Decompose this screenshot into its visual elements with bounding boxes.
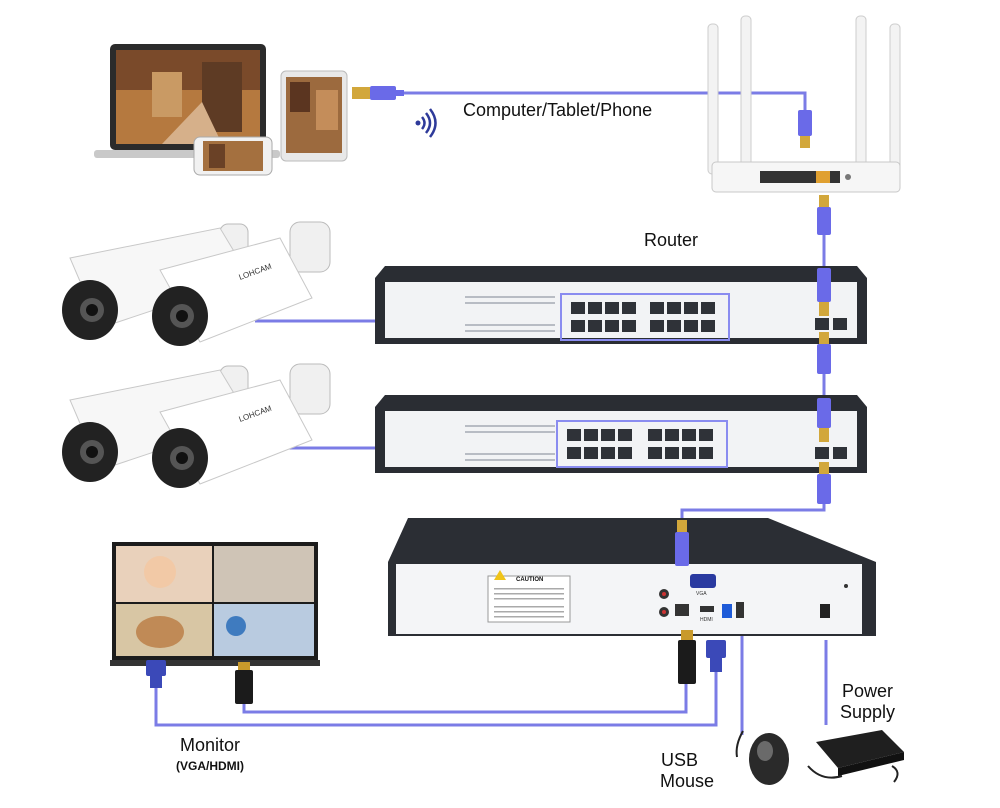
cable-vga xyxy=(154,670,718,727)
switch2-uplink-plug-icon xyxy=(817,398,831,442)
cameras-group-1: LOHCAM xyxy=(62,221,331,346)
cable-computer-router xyxy=(400,91,807,115)
usb-mouse-label-line1: USB xyxy=(661,750,699,770)
poe-switch-1 xyxy=(375,266,867,344)
switch1-uplink-plug-icon xyxy=(817,268,831,316)
router-down-plug-icon xyxy=(817,195,831,235)
switch1-out-plug-icon xyxy=(817,332,831,374)
phone-image xyxy=(193,136,273,176)
wifi-icon xyxy=(415,108,437,138)
power-supply-label-line2: Supply xyxy=(840,702,896,722)
nvr-caution-text: CAUTION xyxy=(516,577,543,583)
usb-mouse-image xyxy=(735,730,789,785)
monitor-image xyxy=(110,542,320,666)
nvr-hdmi-plug-icon xyxy=(678,630,696,684)
power-supply-label-line1: Power xyxy=(842,681,894,701)
power-adapter-image xyxy=(807,730,904,783)
router-image xyxy=(707,15,901,193)
cable-hdmi xyxy=(242,680,688,714)
monitor-label: Monitor xyxy=(180,735,241,755)
nvr-hdmi-text: HDMI xyxy=(700,617,713,623)
monitor-hdmi-plug-icon xyxy=(235,662,253,704)
nvr-vga-text: VGA xyxy=(696,591,707,597)
router-label: Router xyxy=(644,230,699,250)
laptop-image xyxy=(94,44,280,158)
monitor-ports-label: (VGA/HDMI) xyxy=(176,759,244,773)
computer-tablet-phone-label: Computer/Tablet/Phone xyxy=(463,100,653,120)
nvr-vga-plug-icon xyxy=(706,640,726,672)
poe-switch-2 xyxy=(375,395,867,473)
router-plug-icon xyxy=(798,110,812,148)
monitor-vga-plug-icon xyxy=(146,660,166,688)
nvr-recorder: CAUTION VGA HDMI xyxy=(388,518,876,636)
nvr-lan-plug-icon xyxy=(675,520,689,566)
tablet-image xyxy=(280,70,348,162)
ethernet-plug-icon xyxy=(352,86,404,100)
usb-mouse-label-line2: Mouse xyxy=(660,771,715,791)
cameras-group-2: LOHCAM xyxy=(62,363,331,488)
switch2-out-plug-icon xyxy=(817,462,831,504)
